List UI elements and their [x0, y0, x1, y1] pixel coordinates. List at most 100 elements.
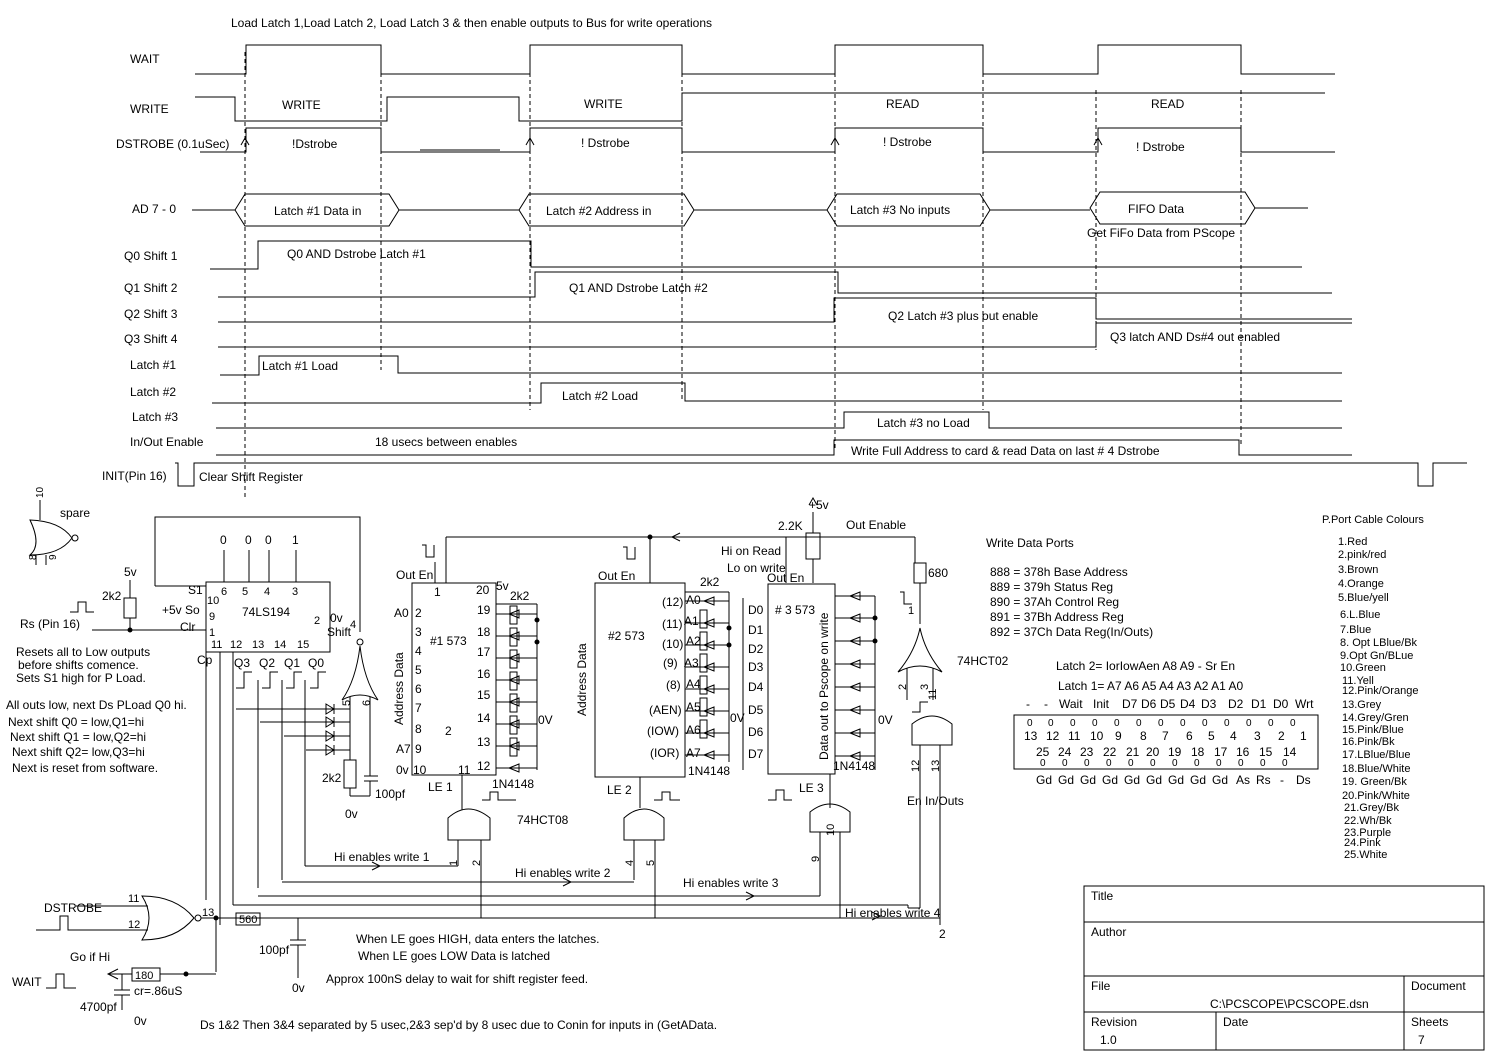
shift-note-1: All outs low, next Ds PLoad Q0 hi. [6, 698, 187, 712]
db25-top-dot-12: 0 [1290, 718, 1296, 729]
c100pf-label: 100pf [259, 943, 290, 957]
timing-header: Load Latch 1,Load Latch 2, Load Latch 3 … [231, 16, 712, 30]
db25-pin-21: 21 [1126, 745, 1140, 759]
onor-pin-11: 11 [927, 689, 939, 700]
rs-2k2: 2k2 [102, 589, 122, 603]
latch2-oe-junction [647, 534, 653, 540]
en-inouts-label: En In/Outs [907, 794, 964, 808]
shift-0v-label: 0v [330, 611, 343, 625]
enable-arrow-3 [745, 891, 756, 901]
port-888: 888 = 378h Base Address [990, 565, 1128, 579]
shift-top-value-3: 0 [265, 533, 272, 547]
q0-note: Q0 AND Dstrobe Latch #1 [287, 247, 426, 261]
latch2-bus-iow: (IOW) [647, 724, 679, 738]
timing-guides [244, 52, 1242, 500]
enable-arrow-4 [871, 911, 882, 921]
latch2-pulse-icon [623, 546, 636, 560]
latch1-diodes: 1N4148 [492, 777, 534, 791]
db25-bot-dot-6: 0 [1172, 758, 1178, 769]
db25-foot-9: As [1236, 773, 1250, 787]
port-889: 889 = 379h Status Reg [990, 580, 1113, 594]
db25-pin-3: 3 [1254, 729, 1261, 743]
timing-signal-names: WAIT WRITE DSTROBE (0.1uSec) AD 7 - 0 Q0… [102, 52, 229, 483]
db25-pin-7: 7 [1162, 729, 1169, 743]
db25-bot-dot-0: 0 [1040, 758, 1046, 769]
bus-label-4: FIFO Data [1128, 202, 1184, 216]
latch1-pin-18: 18 [477, 625, 491, 639]
latch1-5v: 5v [496, 579, 509, 593]
cable-6: 6.L.Blue [1340, 609, 1380, 621]
dstrobe-label: DSTROBE [44, 901, 102, 915]
latch1-label-0v: 0v [396, 763, 409, 777]
write-label-2: WRITE [584, 97, 623, 111]
pin-head-11: D0 [1273, 697, 1289, 711]
cable-1: 1.Red [1338, 536, 1367, 548]
latch2-bus-aen: (AEN) [649, 703, 682, 717]
wait-input-label: WAIT [12, 975, 42, 989]
latch3-d0: D0 [748, 603, 764, 617]
latch3-name: # 3 573 [775, 603, 815, 617]
rs-5v: 5v [124, 565, 137, 579]
rs-resistor [123, 597, 137, 619]
db25-footer-row: Gd Gd Gd Gd Gd Gd Gd Gd Gd As Rs - Ds [1036, 773, 1311, 787]
latch1-pin-12: 12 [477, 759, 491, 773]
dstrobe-label-1: !Dstrobe [292, 137, 338, 151]
signal-wait: WAIT [130, 52, 160, 66]
dstrobe-label-4: ! Dstrobe [1136, 140, 1185, 154]
shift-top-pin-5: 5 [242, 586, 248, 598]
nor-res-2k2: 2k2 [322, 771, 342, 785]
latch2-pin-a5: A5 [686, 700, 701, 714]
db25-foot-10: Rs [1256, 773, 1271, 787]
db25-foot-8: Gd [1212, 773, 1228, 787]
shift-so-label: +5v So [162, 603, 200, 617]
signal-q3: Q3 Shift 4 [124, 332, 178, 346]
db25-pin-1: 1 [1300, 729, 1307, 743]
cable-2: 2.pink/red [1338, 549, 1386, 561]
or-pin-13: 13 [202, 907, 214, 919]
enable-note-2: Write Full Address to card & read Data o… [851, 444, 1160, 458]
cable-12: 12.Pink/Orange [1342, 685, 1418, 697]
latch3-d4: D4 [748, 680, 764, 694]
q2-pulse-icon [262, 671, 278, 689]
cable-3: 3.Brown [1338, 564, 1378, 576]
cable-5: 5.Blue/yell [1338, 592, 1389, 604]
db25-pin-5: 5 [1208, 729, 1215, 743]
latch1-pin-13: 13 [477, 735, 491, 749]
db25-pin-25: 25 [1036, 745, 1050, 759]
db25-foot-0: Gd [1036, 773, 1052, 787]
r560-label: 560 [239, 914, 257, 926]
shift-note-3: Next shift Q1 = low,Q2=hi [10, 730, 146, 744]
latch1-pin-9: 9 [415, 742, 422, 756]
latch3-le-pulse [768, 789, 792, 801]
db25-top-dot-8: 0 [1202, 718, 1208, 729]
db25-bot-dot-5: 0 [1150, 758, 1156, 769]
db25-foot-7: Gd [1190, 773, 1206, 787]
latch2-bus-10: (10) [662, 637, 683, 651]
pin-head-12: Wrt [1295, 697, 1314, 711]
diode-matrix [236, 700, 351, 760]
latch2-le-pulse [654, 791, 680, 801]
onor-pin-3: 3 [919, 684, 931, 690]
db25-pin-20: 20 [1146, 745, 1160, 759]
latch2-bus-8: (8) [666, 678, 681, 692]
db25-pin-8: 8 [1140, 729, 1147, 743]
file-label: File [1091, 979, 1111, 993]
latch1-pin-16: 16 [477, 667, 491, 681]
latch2-bus-12: (12) [662, 595, 683, 609]
latch3-d5: D5 [748, 703, 764, 717]
db25-pin-17: 17 [1214, 745, 1228, 759]
db25-foot-3: Gd [1102, 773, 1118, 787]
pin-header-row: - - Wait Init D7 D6 D5 D4 D3 D2 D1 D0 Wr… [1026, 697, 1314, 711]
bus-label-3: Latch #3 No inputs [850, 203, 950, 217]
db25-pin-14: 14 [1283, 745, 1297, 759]
latch1-pin-5: 5 [415, 663, 422, 677]
dstrobe-or-gate [141, 895, 195, 941]
latch2-bus-ior: (IOR) [650, 746, 679, 760]
wave-q0 [210, 240, 1302, 270]
dstrobe-or-bubble [194, 914, 202, 922]
db25-row-1: 13 12 11 10 9 8 7 6 5 4 3 2 1 [1024, 729, 1307, 743]
wave-q2 [218, 297, 1352, 323]
shift-pin-10: 10 [207, 595, 219, 607]
shift-clr-label: Clr [180, 620, 195, 634]
